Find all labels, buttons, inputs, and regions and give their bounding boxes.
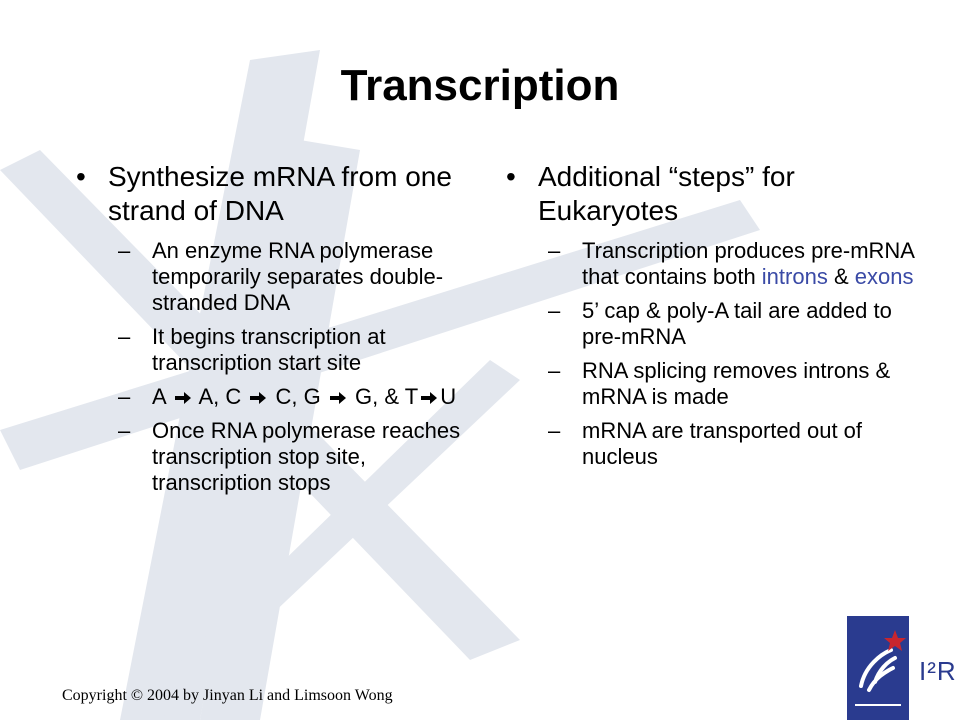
- right-subitem-0: – Transcription produces pre-mRNA that c…: [548, 238, 926, 290]
- left-bullet-heading: • Synthesize mRNA from one strand of DNA: [76, 160, 476, 228]
- right-sublist: – Transcription produces pre-mRNA that c…: [506, 238, 926, 470]
- left-heading-text: Synthesize mRNA from one strand of DNA: [108, 161, 452, 226]
- right-heading-text: Additional “steps” for Eukaryotes: [538, 161, 795, 226]
- right-subitem-0-pre: Transcription produces pre-mRNA that con…: [582, 238, 914, 289]
- arrow-right-icon: [421, 391, 438, 405]
- right-subitem-2: – RNA splicing removes introns & mRNA is…: [548, 358, 926, 410]
- right-subitem-3-text: mRNA are transported out of nucleus: [582, 418, 863, 469]
- dash-mark: –: [118, 418, 131, 443]
- arrow-right-icon: [174, 391, 191, 405]
- astar-logo-icon: I²R: [847, 616, 960, 720]
- arrow-right-icon: [250, 391, 267, 405]
- left-sublist: – An enzyme RNA polymerase temporarily s…: [76, 238, 476, 496]
- base-t: T: [404, 384, 419, 409]
- right-subitem-1-text: 5’ cap & poly-A tail are added to pre-mR…: [582, 298, 892, 349]
- base-a: A: [152, 384, 166, 409]
- logo-block: [847, 616, 909, 720]
- bullet-mark: •: [506, 161, 516, 192]
- arrow-right-icon: [329, 391, 346, 405]
- right-subitem-2-text: RNA splicing removes introns & mRNA is m…: [582, 358, 891, 409]
- base-c-g: C, G: [275, 384, 321, 409]
- right-column: • Additional “steps” for Eukaryotes – Tr…: [506, 160, 926, 478]
- left-subitem-1-text: It begins transcription at transcription…: [152, 324, 386, 375]
- dash-mark: –: [118, 238, 131, 263]
- exons-term: exons: [854, 264, 914, 289]
- bullet-mark: •: [76, 161, 86, 192]
- right-subitem-3: – mRNA are transported out of nucleus: [548, 418, 926, 470]
- left-column: • Synthesize mRNA from one strand of DNA…: [76, 160, 476, 504]
- base-u: U: [440, 384, 457, 409]
- right-subitem-1: – 5’ cap & poly-A tail are added to pre-…: [548, 298, 926, 350]
- i2r-logo-text: I²R: [919, 656, 957, 686]
- left-subitem-0: – An enzyme RNA polymerase temporarily s…: [118, 238, 476, 316]
- left-subitem-1: – It begins transcription at transcripti…: [118, 324, 476, 376]
- dash-mark: –: [548, 298, 561, 323]
- dash-mark: –: [548, 238, 561, 263]
- base-a-c: A, C: [198, 384, 242, 409]
- amp-sep: &: [827, 264, 855, 289]
- dash-mark: –: [118, 384, 131, 409]
- copyright-footer: Copyright © 2004 by Jinyan Li and Limsoo…: [62, 687, 393, 704]
- left-subitem-3: – Once RNA polymerase reaches transcript…: [118, 418, 476, 496]
- introns-term: introns: [761, 264, 828, 289]
- logo-mark-icon: [855, 630, 906, 706]
- left-subitem-3-text: Once RNA polymerase reaches transcriptio…: [152, 418, 461, 495]
- slide-title: Transcription: [340, 61, 620, 110]
- dash-mark: –: [548, 358, 561, 383]
- base-g-amp: G, &: [355, 384, 400, 409]
- dash-mark: –: [118, 324, 131, 349]
- right-bullet-heading: • Additional “steps” for Eukaryotes: [506, 160, 926, 228]
- dash-mark: –: [548, 418, 561, 443]
- left-subitem-0-text: An enzyme RNA polymerase temporarily sep…: [152, 238, 444, 315]
